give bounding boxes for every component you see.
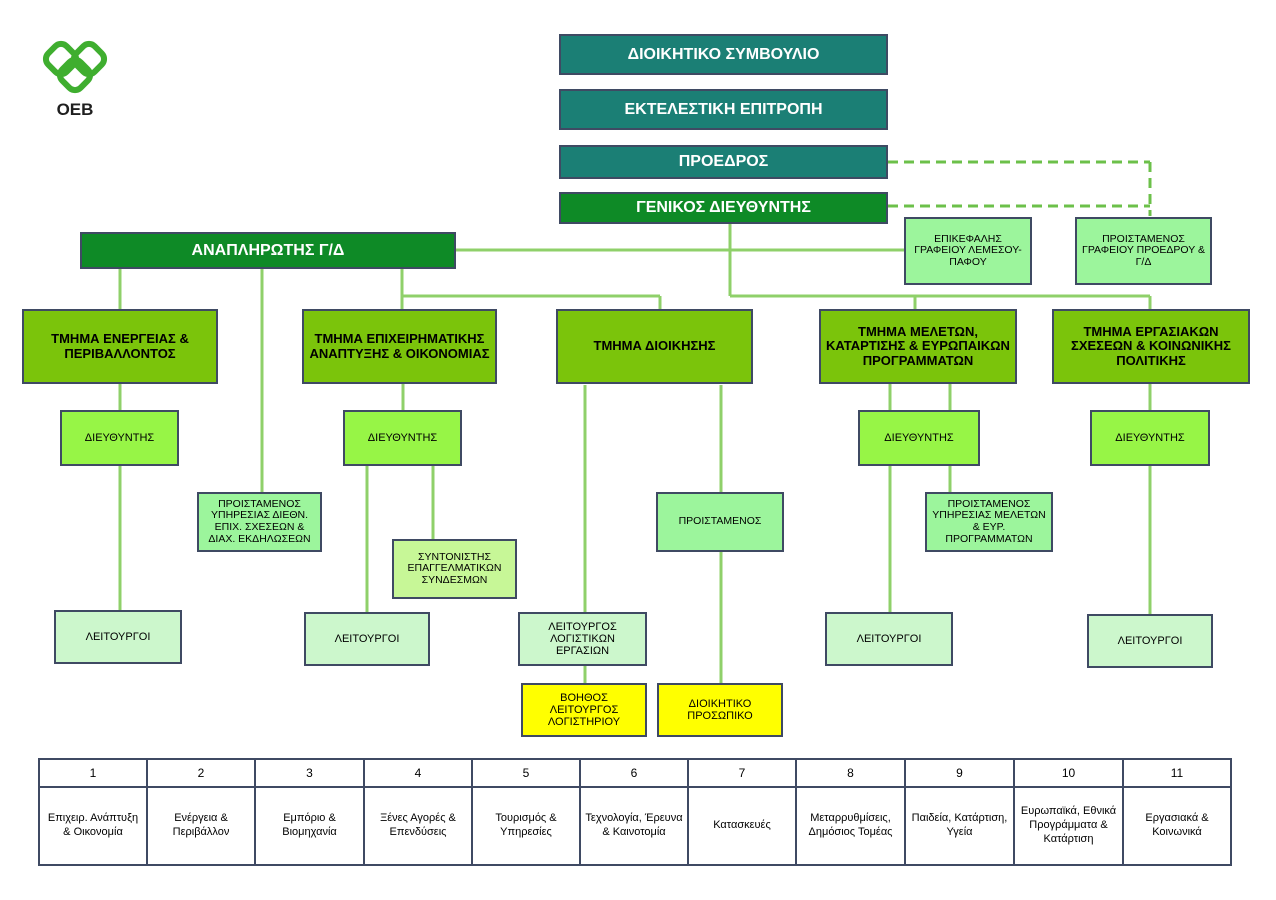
dashed-connectors	[888, 160, 1152, 216]
table-number-7: 7	[687, 758, 797, 788]
admin-supervisor-box: ΠΡΟΙΣΤΑΜΕΝΟΣ	[656, 492, 784, 552]
table-number-5: 5	[471, 758, 581, 788]
board-box: ΔΙΟΙΚΗΤΙΚΟ ΣΥΜΒΟΥΛΙΟ	[559, 34, 888, 75]
solid-connectors	[118, 222, 1152, 683]
table-label-10: Ευρωπαϊκά, Εθνικά Προγράμματα & Κατάρτισ…	[1013, 786, 1124, 866]
director-business: ΔΙΕΥΘΥΝΤΗΣ	[343, 410, 462, 466]
admin-staff-box: ΔΙΟΙΚΗΤΙΚΟ ΠΡΟΣΩΠΙΚΟ	[657, 683, 783, 737]
assistant-accounting-box: ΒΟΗΘΟΣ ΛΕΙΤΟΥΡΓΟΣ ΛΟΓΙΣΤΗΡΙΟΥ	[521, 683, 647, 737]
studies-service-head-box: ΠΡΟΙΣΤΑΜΕΝΟΣ ΥΠΗΡΕΣΙΑΣ ΜΕΛΕΤΩΝ & ΕΥΡ. ΠΡ…	[925, 492, 1053, 552]
department-labour: ΤΜΗΜΑ ΕΡΓΑΣΙΑΚΩΝ ΣΧΕΣΕΩΝ & ΚΟΙΝΩΝΙΚΗΣ ΠΟ…	[1052, 309, 1250, 384]
officers-energy: ΛΕΙΤΟΥΡΓΟΙ	[54, 610, 182, 664]
table-label-8: Μεταρρυθμίσεις, Δημόσιος Τομέας	[795, 786, 906, 866]
table-number-11: 11	[1122, 758, 1232, 788]
officers-business: ΛΕΙΤΟΥΡΓΟΙ	[304, 612, 430, 666]
department-energy: ΤΜΗΜΑ ΕΝΕΡΓΕΙΑΣ & ΠΕΡΙΒΑΛΛΟΝΤΟΣ	[22, 309, 218, 384]
department-studies: ΤΜΗΜΑ ΜΕΛΕΤΩΝ, ΚΑΤΑΡΤΙΣΗΣ & ΕΥΡΩΠΑΙΚΩΝ Π…	[819, 309, 1017, 384]
logo-text: ΟΕΒ	[56, 100, 94, 119]
department-business: ΤΜΗΜΑ ΕΠΙΧΕΙΡΗΜΑΤΙΚΗΣ ΑΝΑΠΤΥΞΗΣ & ΟΙΚΟΝΟ…	[302, 309, 497, 384]
deputy-gd-box: ΑΝΑΠΛΗΡΩΤΗΣ Γ/Δ	[80, 232, 456, 269]
table-label-6: Τεχνολογία, Έρευνα & Καινοτομία	[579, 786, 689, 866]
table-number-8: 8	[795, 758, 906, 788]
table-number-1: 1	[38, 758, 148, 788]
president-box: ΠΡΟΕΔΡΟΣ	[559, 145, 888, 179]
limassol-office-head-box: ΕΠΙΚΕΦΑΛΗΣ ΓΡΑΦΕΙΟΥ ΛΕΜΕΣΟΥ-ΠΑΦΟΥ	[904, 217, 1032, 285]
table-label-4: Ξένες Αγορές & Επενδύσεις	[363, 786, 473, 866]
accounting-officer-box: ΛΕΙΤΟΥΡΓΟΣ ΛΟΓΙΣΤΙΚΩΝ ΕΡΓΑΣΙΩΝ	[518, 612, 647, 666]
table-number-4: 4	[363, 758, 473, 788]
table-label-3: Εμπόριο & Βιομηχανία	[254, 786, 365, 866]
executive-committee-box: ΕΚΤΕΛΕΣΤΙΚΗ ΕΠΙΤΡΟΠΗ	[559, 89, 888, 130]
director-studies: ΔΙΕΥΘΥΝΤΗΣ	[858, 410, 980, 466]
department-administration: ΤΜΗΜΑ ΔΙΟΙΚΗΣΗΣ	[556, 309, 753, 384]
director-labour: ΔΙΕΥΘΥΝΤΗΣ	[1090, 410, 1210, 466]
table-label-11: Εργασιακά & Κοινωνικά	[1122, 786, 1232, 866]
officers-labour: ΛΕΙΤΟΥΡΓΟΙ	[1087, 614, 1213, 668]
associations-coordinator-box: ΣΥΝΤΟΝΙΣΤΗΣ ΕΠΑΓΓΕΛΜΑΤΙΚΩΝ ΣΥΝΔΕΣΜΩΝ	[392, 539, 517, 599]
table-label-1: Επιχειρ. Ανάπτυξη & Οικονομία	[38, 786, 148, 866]
table-label-5: Τουρισμός & Υπηρεσίες	[471, 786, 581, 866]
logo-knot-icon	[42, 40, 108, 94]
table-label-7: Κατασκευές	[687, 786, 797, 866]
table-label-2: Ενέργεια & Περιβάλλον	[146, 786, 256, 866]
oeb-logo: ΟΕΒ	[38, 38, 112, 124]
table-number-3: 3	[254, 758, 365, 788]
officers-studies: ΛΕΙΤΟΥΡΓΟΙ	[825, 612, 953, 666]
director-energy: ΔΙΕΥΘΥΝΤΗΣ	[60, 410, 179, 466]
table-number-9: 9	[904, 758, 1015, 788]
general-director-box: ΓΕΝΙΚΟΣ ΔΙΕΥΘΥΝΤΗΣ	[559, 192, 888, 224]
intl-relations-head-box: ΠΡΟΙΣΤΑΜΕΝΟΣ ΥΠΗΡΕΣΙΑΣ ΔΙΕΘΝ. ΕΠΙΧ. ΣΧΕΣ…	[197, 492, 322, 552]
president-office-head-box: ΠΡΟΙΣΤΑΜΕΝΟΣ ΓΡΑΦΕΙΟΥ ΠΡΟΕΔΡΟΥ & Γ/Δ	[1075, 217, 1212, 285]
table-number-10: 10	[1013, 758, 1124, 788]
table-number-6: 6	[579, 758, 689, 788]
table-number-2: 2	[146, 758, 256, 788]
table-label-9: Παιδεία, Κατάρτιση, Υγεία	[904, 786, 1015, 866]
